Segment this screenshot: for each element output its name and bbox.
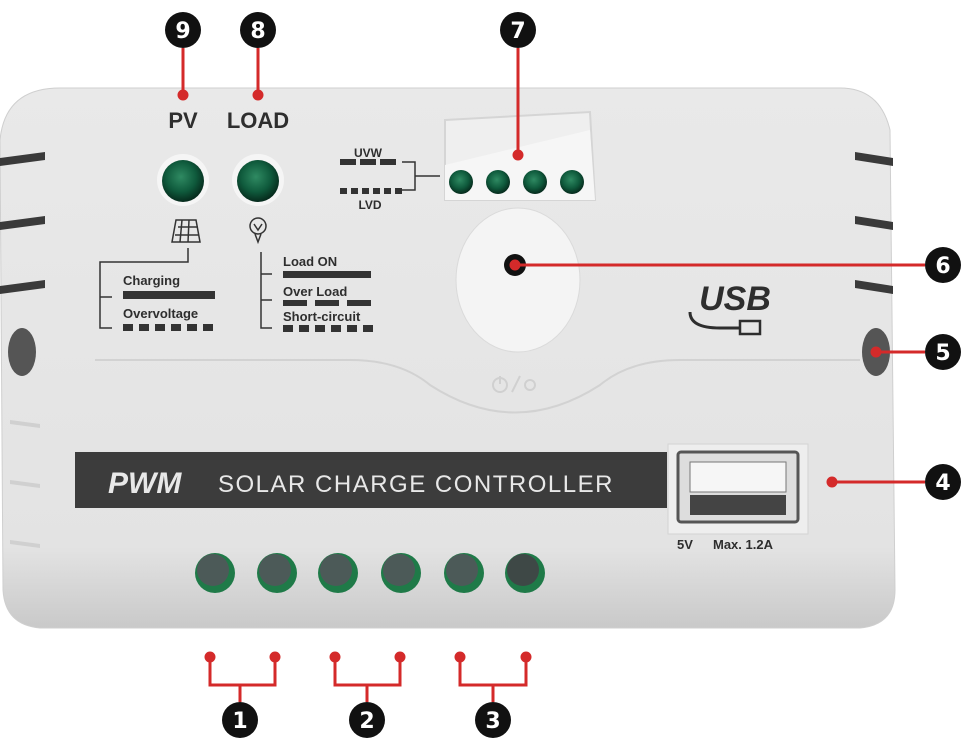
- load-led: [237, 160, 279, 202]
- banner-brand: PWM: [108, 467, 182, 500]
- battery-led-1: [449, 170, 473, 194]
- battery-led-4: [560, 170, 584, 194]
- terminal-load-negative: [505, 553, 545, 593]
- svg-text:5: 5: [935, 341, 950, 366]
- callout-4: 4: [925, 464, 961, 500]
- pv-led: [162, 160, 204, 202]
- usb-plug-icon: [738, 319, 762, 336]
- front-panel-curve: [95, 359, 860, 414]
- lvd-label: LVD: [358, 198, 381, 212]
- right-vents: [855, 152, 893, 294]
- product-banner: [75, 452, 667, 508]
- overvoltage-dotted-indicator: [123, 324, 213, 331]
- svg-text:7: 7: [510, 19, 525, 44]
- svg-text:4: 4: [935, 471, 950, 496]
- status-over-load: Over Load: [283, 284, 347, 299]
- left-vents: [0, 152, 45, 548]
- terminal-battery-positive: [318, 553, 358, 593]
- callout-7: 7: [500, 12, 536, 48]
- bulb-icon: [249, 217, 267, 245]
- usb-logo: USB: [699, 280, 771, 318]
- callout-8: 8: [240, 12, 276, 48]
- terminal-solar-positive: [195, 553, 235, 593]
- svg-text:8: 8: [250, 19, 265, 44]
- status-charging: Charging: [123, 273, 180, 288]
- terminal-solar-negative: [257, 553, 297, 593]
- pv-bracket: [99, 248, 189, 329]
- svg-text:9: 9: [175, 19, 190, 44]
- usb-voltage: 5V: [677, 537, 693, 552]
- lvd-dotted-indicator: [340, 188, 402, 194]
- callout-5: 5: [925, 334, 961, 370]
- short-circuit-dotted-indicator: [283, 325, 373, 332]
- status-short-circuit: Short-circuit: [283, 309, 361, 324]
- battery-led-3: [523, 170, 547, 194]
- over-load-dashed-indicator: [283, 300, 371, 306]
- callout-9: 9: [165, 12, 201, 48]
- load-label: LOAD: [227, 108, 289, 133]
- banner-text: SOLAR CHARGE CONTROLLER: [218, 471, 614, 498]
- terminal-battery-negative: [381, 553, 421, 593]
- usb-cable-icon: [688, 311, 740, 330]
- callout-2: 2: [349, 702, 385, 738]
- terminal-screws: [195, 553, 545, 593]
- callout-6: 6: [925, 247, 961, 283]
- left-mount-hole: [8, 328, 36, 376]
- terminal-load-positive: [444, 553, 484, 593]
- button-recess: [455, 207, 581, 353]
- status-overvoltage: Overvoltage: [123, 306, 198, 321]
- svg-text:3: 3: [485, 709, 500, 734]
- charging-solid-indicator: [123, 291, 215, 299]
- load-bracket: [260, 252, 272, 329]
- svg-text:1: 1: [232, 709, 247, 734]
- status-load-on: Load ON: [283, 254, 337, 269]
- callout-3: 3: [475, 702, 511, 738]
- load-on-solid-indicator: [283, 271, 371, 278]
- usb-port[interactable]: [667, 443, 809, 535]
- solar-panel-icon: [171, 219, 201, 243]
- callout-lines: [177, 48, 925, 702]
- battery-led-2: [486, 170, 510, 194]
- uvw-dashed-indicator: [340, 159, 396, 165]
- callout-1: 1: [222, 702, 258, 738]
- battery-bracket: [402, 161, 440, 191]
- uvw-label: UVW: [354, 146, 383, 160]
- pv-label: PV: [168, 108, 198, 133]
- usb-current: Max. 1.2A: [713, 537, 774, 552]
- svg-text:6: 6: [935, 254, 950, 279]
- power-light-icon: [492, 375, 536, 393]
- svg-text:2: 2: [359, 709, 374, 734]
